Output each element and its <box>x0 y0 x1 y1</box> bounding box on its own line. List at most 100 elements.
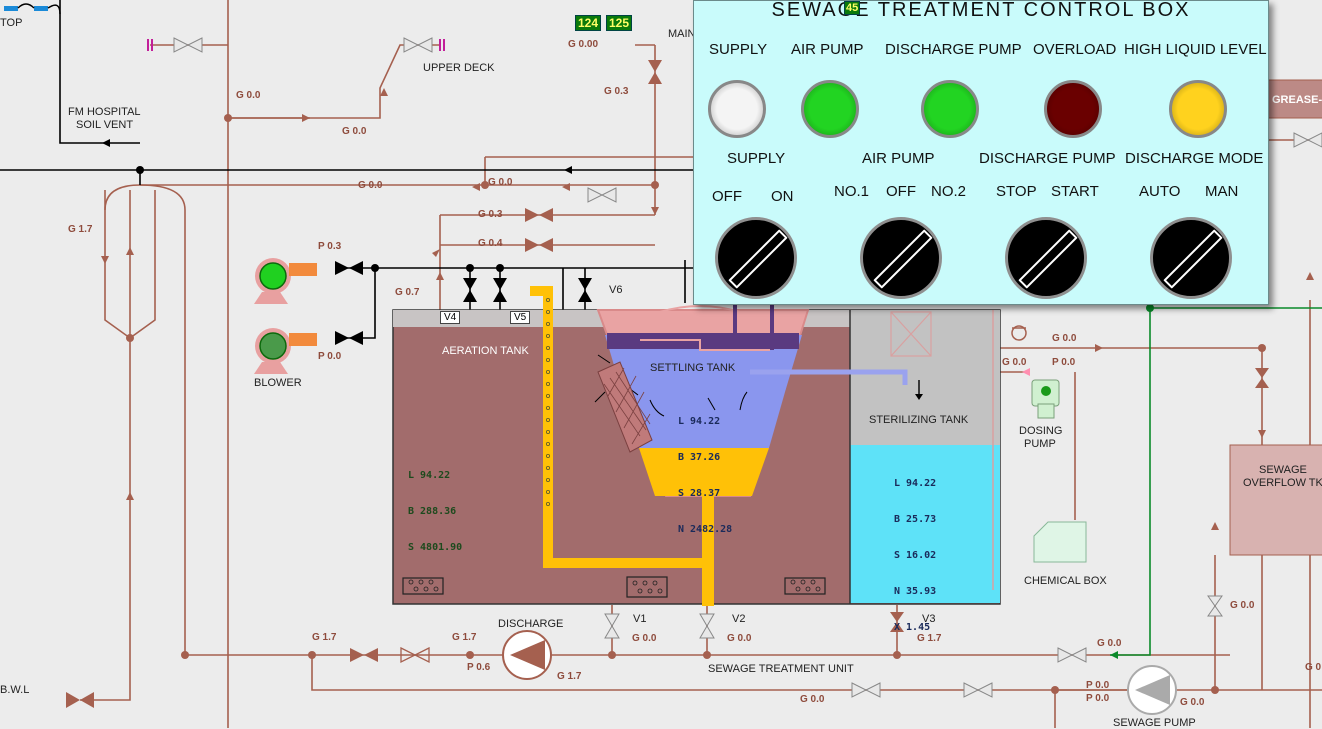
gauge-discharge-in: G 1.7 <box>452 632 477 643</box>
label-aeration-tank: AERATION TANK <box>442 345 529 357</box>
label-sewage-treatment-unit: SEWAGE TREATMENT UNIT <box>708 663 854 675</box>
indicator-124: 124 <box>575 15 602 31</box>
label-discharge: DISCHARGE <box>498 618 564 630</box>
aeration-reading-b: B 288.36 <box>408 506 457 517</box>
label-chemical-box: CHEMICAL BOX <box>1024 575 1107 587</box>
air-pump-switch-knob[interactable] <box>860 217 942 299</box>
lamp-label-high-liquid-level: HIGH LIQUID LEVEL <box>1124 41 1267 58</box>
label-sterilizing-tank: STERILIZING TANK <box>869 414 969 426</box>
pressure-sewage-2: P 0.0 <box>1086 693 1110 704</box>
air-pump-pos-no2: NO.2 <box>931 183 967 200</box>
gauge-upper-mid: G 0.0 <box>342 126 367 137</box>
switch-label-discharge-mode: DISCHARGE MODE <box>1125 150 1264 167</box>
air-pump-pos-off: OFF <box>886 183 916 200</box>
switch-label-air-pump: AIR PUMP <box>862 150 935 167</box>
gauge-line-a: G 0.0 <box>358 180 383 191</box>
gauge-main-top: G 0.00 <box>568 39 599 50</box>
pressure-discharge: P 0.6 <box>467 662 491 673</box>
gauge-main-valve: G 0.3 <box>604 86 629 97</box>
panel-title-overlay: 45 <box>844 1 861 15</box>
gauge-right-b: G 0.0 <box>1097 638 1122 649</box>
gauge-03: G 0.3 <box>478 209 503 220</box>
label-main: MAIN <box>668 28 696 40</box>
pressure-dosing: P 0.0 <box>1052 357 1076 368</box>
panel-title: SEWAGE TREATMENT CONTROL BOX <box>771 0 1191 21</box>
valve-v2-label[interactable]: V2 <box>732 613 746 625</box>
label-settling-tank: SETTLING TANK <box>650 362 736 374</box>
gauge-far-right: G 0 <box>1305 662 1322 673</box>
valve-v5-tag[interactable]: V5 <box>510 311 531 324</box>
sterilizing-reading-n: N 35.93 <box>894 586 937 597</box>
gauge-sewage-out: G 0.0 <box>1180 697 1205 708</box>
gauge-right-c: G 0.0 <box>1230 600 1255 611</box>
settling-readings: L 94.22 B 37.26 S 28.37 N 2482.28 <box>678 392 732 548</box>
gauge-right-a: G 0.0 <box>1052 333 1077 344</box>
label-bwl: B.W.L <box>0 684 30 696</box>
lamp-label-overload: OVERLOAD <box>1033 41 1117 58</box>
gauge-v1: G 0.0 <box>632 633 657 644</box>
label-sewage: SEWAGE <box>1259 464 1307 476</box>
supply-switch-knob[interactable] <box>715 217 797 299</box>
label-dosing: DOSING <box>1019 425 1063 437</box>
sterilizing-readings: L 94.22 B 25.73 S 16.02 N 35.93 X 1.45 <box>894 454 936 646</box>
sterilizing-reading-l: L 94.22 <box>894 478 937 489</box>
discharge-mode-pos-man: MAN <box>1205 183 1239 200</box>
indicator-125: 125 <box>606 15 633 31</box>
sterilizing-reading-b: B 25.73 <box>894 514 937 525</box>
control-box-panel: SEWAGE TREATMENT CONTROL BOX 45 SUPPLY A… <box>693 0 1269 305</box>
label-top: TOP <box>0 17 23 29</box>
label-fm-hospital: FM HOSPITAL <box>68 106 141 118</box>
discharge-pump-pos-start: START <box>1051 183 1099 200</box>
discharge-mode-switch-knob[interactable] <box>1150 217 1232 299</box>
label-blower: BLOWER <box>254 377 302 389</box>
aeration-reading-s: S 4801.90 <box>408 542 463 553</box>
overload-lamp <box>1044 80 1102 138</box>
gauge-bottom-left: G 1.7 <box>312 632 337 643</box>
label-soil-vent: SOIL VENT <box>76 119 134 131</box>
supply-pos-on: ON <box>771 188 794 205</box>
valve-v4-tag[interactable]: V4 <box>440 311 461 324</box>
pressure-blower-1: P 0.3 <box>318 241 342 252</box>
gauge-v2: G 0.0 <box>727 633 752 644</box>
pressure-sewage-1: P 0.0 <box>1086 680 1110 691</box>
aeration-reading-l: L 94.22 <box>408 470 451 481</box>
label-grease-tank: GREASE-T <box>1272 94 1322 106</box>
settling-reading-l: L 94.22 <box>678 416 721 427</box>
discharge-mode-pos-auto: AUTO <box>1139 183 1181 200</box>
label-overflow-tk: OVERFLOW TK <box>1243 477 1322 489</box>
gauge-dosing: G 0.0 <box>1002 357 1027 368</box>
pressure-blower-2: P 0.0 <box>318 351 342 362</box>
supply-lamp <box>708 80 766 138</box>
gauge-v3: G 1.7 <box>917 633 942 644</box>
sterilizing-reading-s: S 16.02 <box>894 550 937 561</box>
sterilizing-reading-x: X 1.45 <box>894 622 931 633</box>
switch-label-supply: SUPPLY <box>727 150 786 167</box>
gauge-upper-left: G 0.0 <box>236 90 261 101</box>
high-liquid-level-lamp <box>1169 80 1227 138</box>
gauge-left-17: G 1.7 <box>68 224 93 235</box>
label-sewage-pump: SEWAGE PUMP <box>1113 717 1196 729</box>
air-pump-lamp <box>801 80 859 138</box>
label-dosing-pump: PUMP <box>1024 438 1056 450</box>
gauge-bottom-mid: G 0.0 <box>800 694 825 705</box>
valve-v3-label[interactable]: V3 <box>922 613 936 625</box>
gauge-04: G 0.4 <box>478 238 503 249</box>
lamp-label-air-pump: AIR PUMP <box>791 41 864 58</box>
settling-reading-b: B 37.26 <box>678 452 721 463</box>
gauge-discharge-out: G 1.7 <box>557 671 582 682</box>
gauge-line-b: G 0.0 <box>488 177 513 188</box>
settling-reading-n: N 2482.28 <box>678 524 733 535</box>
supply-pos-off: OFF <box>712 188 742 205</box>
air-pump-pos-no1: NO.1 <box>834 183 870 200</box>
discharge-pump-switch-knob[interactable] <box>1005 217 1087 299</box>
valve-v1-label[interactable]: V1 <box>633 613 647 625</box>
gauge-07: G 0.7 <box>395 287 420 298</box>
discharge-pump-pos-stop: STOP <box>996 183 1037 200</box>
label-upper-deck: UPPER DECK <box>423 62 495 74</box>
aeration-readings: L 94.22 B 288.36 S 4801.90 <box>408 446 462 566</box>
valve-v6-label[interactable]: V6 <box>609 284 623 296</box>
discharge-pump-lamp <box>921 80 979 138</box>
lamp-label-supply: SUPPLY <box>709 41 768 58</box>
switch-label-discharge-pump: DISCHARGE PUMP <box>979 150 1116 167</box>
